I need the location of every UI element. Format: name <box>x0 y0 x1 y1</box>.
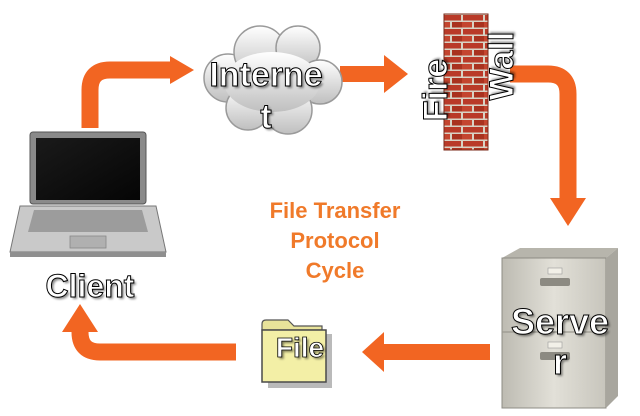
arrow-server-to-file <box>362 332 490 372</box>
brick-wall-icon <box>443 13 489 151</box>
title-line-2: Protocol <box>290 228 380 253</box>
arrow-internet-to-firewall <box>340 55 408 93</box>
file-cabinet-icon <box>501 248 618 409</box>
internet-label: Interne <box>209 56 323 94</box>
firewall-label-wall: Wall <box>483 31 522 101</box>
title-line-3: Cycle <box>305 258 365 283</box>
internet-label-wrap: t <box>260 98 272 136</box>
firewall-label-fire: Fire <box>417 58 456 122</box>
arrow-firewall-to-server <box>510 65 586 226</box>
folder-icon <box>261 319 332 388</box>
server-label: Serve <box>510 301 610 342</box>
client-label: Client <box>45 268 135 304</box>
server-label-wrap: r <box>552 341 567 382</box>
laptop-icon <box>9 131 167 257</box>
arrow-file-to-client <box>62 304 236 361</box>
cloud-icon <box>203 25 343 135</box>
arrow-client-to-internet <box>81 56 194 128</box>
diagram-title: File Transfer Protocol Cycle <box>220 196 450 286</box>
title-line-1: File Transfer <box>269 198 401 223</box>
file-label: File <box>275 332 325 363</box>
